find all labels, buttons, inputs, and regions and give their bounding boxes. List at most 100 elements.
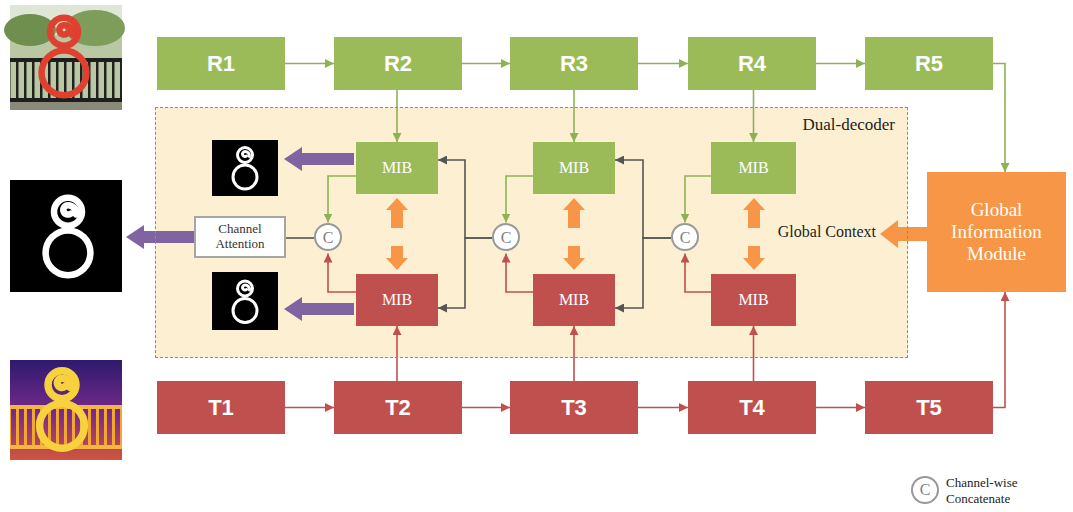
- node-label: Global Information Module: [927, 199, 1066, 265]
- rgb-mib-block: MIB: [533, 142, 615, 194]
- rgb-encoder-block: R2: [334, 37, 462, 90]
- connector: [285, 407, 334, 409]
- thermal-mib-block: MIB: [533, 274, 615, 326]
- yellow-eight-sculpture: [40, 371, 85, 448]
- node-label: R1: [207, 51, 235, 76]
- region-title: Dual-decoder: [802, 115, 895, 135]
- thermal-encoder-block: T5: [865, 381, 993, 434]
- connector: [573, 326, 575, 381]
- output-arrow: [284, 297, 354, 321]
- connector: [993, 64, 1005, 173]
- connector: [685, 254, 711, 293]
- circle-outline: [672, 224, 698, 250]
- connector: [462, 63, 510, 65]
- connector: [816, 63, 865, 65]
- photo-fence-rail: [10, 58, 122, 62]
- connector: [573, 90, 575, 142]
- mask-ground: [10, 180, 122, 292]
- mask-eight: [233, 281, 257, 323]
- connector: [286, 237, 314, 239]
- photo-fence-rail: [10, 98, 122, 102]
- thermal-mib-block: MIB: [356, 274, 438, 326]
- global-module-box: Global Information Module: [927, 172, 1066, 292]
- rgb-image: [4, 5, 125, 110]
- connector: [638, 63, 688, 65]
- thermal-encoder-block: T3: [510, 381, 638, 434]
- node-label: MIB: [738, 159, 768, 177]
- node-label: C: [323, 229, 334, 247]
- node-label: R5: [915, 51, 943, 76]
- context-label: Global Context: [778, 223, 876, 241]
- concat-circle: C: [671, 223, 699, 254]
- rgb-mib-block: MIB: [356, 142, 438, 194]
- circle-outline: [493, 224, 519, 250]
- connector: [396, 326, 398, 381]
- node-label: C: [501, 229, 512, 247]
- attention-box: Channel Attention: [194, 216, 286, 258]
- photo-pavement: [10, 102, 122, 110]
- thermal-encoder-block: T2: [334, 381, 462, 434]
- connector: [506, 176, 533, 223]
- node-label: T5: [916, 395, 942, 420]
- connector: [438, 160, 492, 238]
- node-label: T4: [739, 395, 765, 420]
- mask-ground: [212, 272, 278, 330]
- connector: [615, 160, 671, 238]
- thermal-encoder-block: T4: [688, 381, 816, 434]
- connector: [462, 407, 510, 409]
- context-arrow: [386, 198, 408, 228]
- circle-outline: [315, 224, 341, 250]
- context-arrow: [563, 246, 585, 270]
- rgb-output-mask: [212, 140, 278, 196]
- thermal-mib-block: MIB: [711, 274, 796, 326]
- node-label: C: [680, 229, 691, 247]
- rgb-mib-block: MIB: [711, 142, 796, 194]
- legend-symbol-letter: C: [911, 476, 939, 504]
- node-label: T2: [385, 395, 411, 420]
- node-label: MIB: [382, 159, 412, 177]
- connector: [753, 326, 755, 381]
- legend-text: Channel-wise Concatenate: [946, 475, 1046, 506]
- legend-concat-symbol: [912, 477, 938, 503]
- thermal-ground: [10, 360, 122, 460]
- context-arrow: [880, 220, 932, 248]
- node-label: MIB: [559, 159, 589, 177]
- connector: [506, 254, 533, 293]
- red-eight-sculpture: [42, 18, 87, 95]
- rgb-encoder-block: R3: [510, 37, 638, 90]
- mask-ground: [212, 140, 278, 196]
- node-label: R4: [738, 51, 766, 76]
- node-label: Channel Attention: [196, 222, 284, 252]
- connector: [285, 63, 334, 65]
- node-label: T3: [561, 395, 587, 420]
- context-arrow: [743, 198, 765, 228]
- thermal-encoder-block: T1: [157, 381, 285, 434]
- decoder-region-ground: [155, 107, 908, 358]
- connector: [685, 176, 711, 223]
- rgb-encoder-block: R1: [157, 37, 285, 90]
- concat-circle: C: [314, 223, 342, 254]
- connector: [396, 90, 398, 142]
- node-label: R3: [560, 51, 588, 76]
- mask-eight: [46, 198, 91, 275]
- thermal-image: [10, 360, 122, 460]
- connector: [438, 238, 492, 308]
- node-label: MIB: [559, 291, 589, 309]
- thermal-fence: [10, 405, 122, 449]
- output-arrow: [284, 147, 354, 171]
- connector: [753, 90, 755, 142]
- node-label: R2: [384, 51, 412, 76]
- connector: [638, 407, 688, 409]
- node-label: MIB: [738, 291, 768, 309]
- thermal-output-mask: [212, 272, 278, 330]
- mask-eight: [233, 148, 257, 190]
- output-arrow: [126, 225, 196, 249]
- rgb-encoder-block: R5: [865, 37, 993, 90]
- connector: [615, 238, 671, 308]
- context-arrow: [386, 246, 408, 270]
- concat-circle: C: [492, 223, 520, 254]
- connector: [816, 407, 865, 409]
- context-arrow: [743, 246, 765, 270]
- connector: [328, 254, 356, 293]
